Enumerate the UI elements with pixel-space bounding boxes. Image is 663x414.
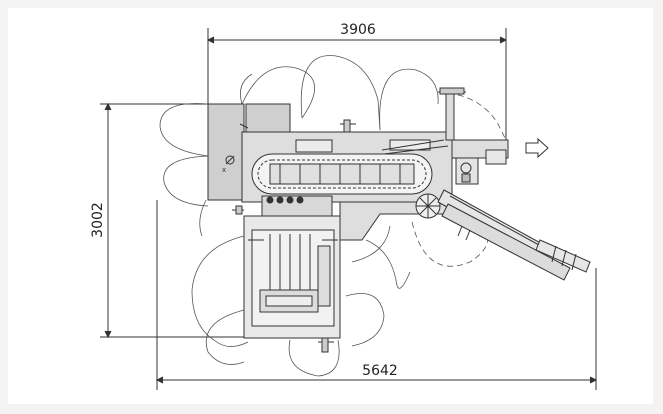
svg-text:x: x [222,166,226,174]
dimension-bottom-label: 5642 [362,363,398,379]
handles [232,119,356,353]
dimension-left: 3002 [90,102,248,339]
outfeed-conveyor [415,189,591,281]
left-feeder-unit: x [207,103,291,201]
dimension-left-label: 3002 [90,202,106,238]
flow-direction-arrow-icon [525,137,549,159]
dimension-top-label: 3906 [340,22,376,38]
output-arm [438,87,549,159]
dimension-top: 3906 [206,22,508,150]
chain-conveyor [251,153,433,195]
dimension-bottom: 5642 [155,200,598,390]
magazine-unit [243,195,341,339]
